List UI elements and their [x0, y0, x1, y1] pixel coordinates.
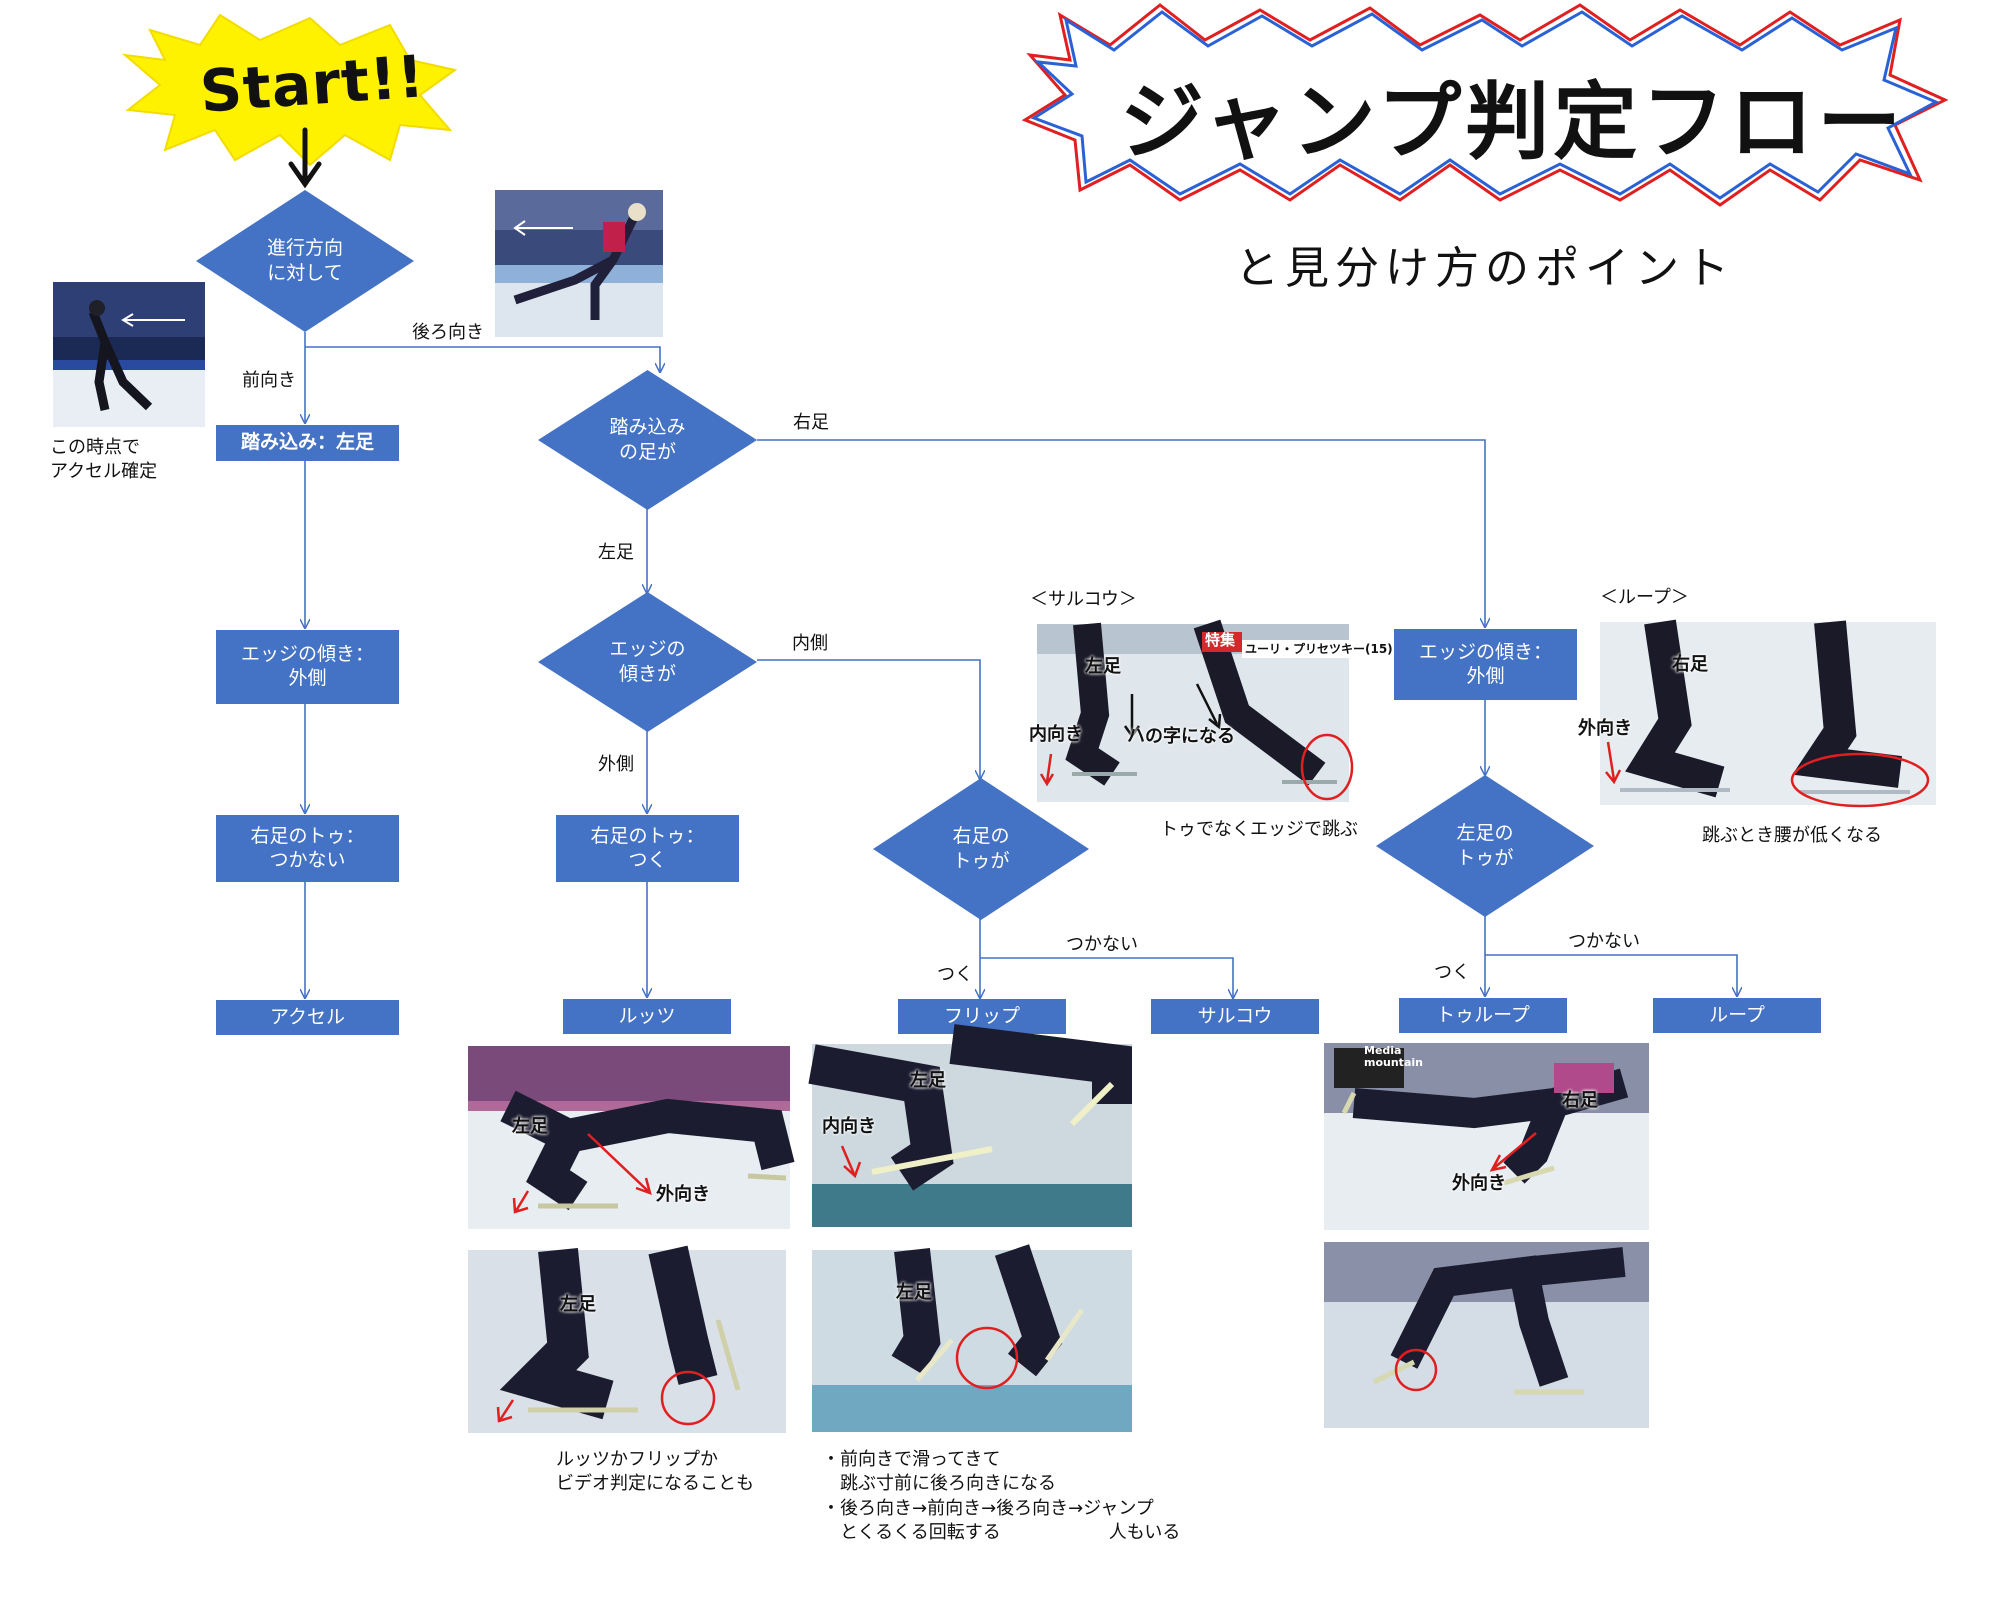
decision-left-toe-text: 左足の トゥが [1456, 822, 1514, 869]
photo-salchow: 特集 ユーリ・プリセツキー(15) 左足 内向き ハの字になる [1029, 619, 1393, 802]
node-takeoff-left: 踏み込み：左足 [216, 425, 399, 461]
photo-lutz-1: 左足 外向き [468, 1046, 795, 1229]
label-no-touch-2: つかない [1568, 931, 1640, 952]
node-loop: ループ [1653, 998, 1821, 1033]
note-loop-heading: ＜ループ＞ [1600, 587, 1689, 608]
salchow-inward: 内向き [1029, 724, 1083, 745]
node-salchow: サルコウ [1151, 999, 1319, 1034]
loop-outward: 外向き [1578, 718, 1632, 739]
note-salchow-heading: ＜サルコウ＞ [1030, 589, 1137, 610]
flip1-inward: 内向き [822, 1116, 876, 1137]
photo-loop-art [1600, 619, 1936, 808]
node-toe-no-1: 右足のトゥ： つかない [216, 815, 399, 882]
node-edge-outside-2: エッジの傾き： 外側 [1394, 629, 1577, 700]
photo-lutz-1-art [468, 1046, 795, 1229]
photo-lutz-2-art [468, 1245, 786, 1433]
flip2-left-foot: 左足 [896, 1282, 932, 1303]
note-loop-tip: 跳ぶとき腰が低くなる [1702, 825, 1882, 846]
toeloop1-outward: 外向き [1452, 1173, 1506, 1194]
photo-flip-1: 左足 内向き [808, 1024, 1132, 1227]
note-flip-tip: ・前向きで滑ってきて 跳ぶ寸前に後ろ向きになる ・後ろ向き→前向き→後ろ向き→ジ… [822, 1449, 1181, 1543]
title-sub: と見分け方のポイント [1235, 243, 1735, 294]
label-right-foot: 右足 [793, 412, 829, 433]
start-burst-shape [121, 13, 458, 167]
photo-axel-skater [53, 282, 205, 427]
label-outside: 外側 [598, 754, 634, 775]
lutz1-outward: 外向き [656, 1184, 710, 1205]
photo-toeloop-2-art [1324, 1242, 1649, 1428]
label-no-touch-1: つかない [1066, 934, 1138, 955]
lutz2-left-foot: 左足 [560, 1294, 596, 1315]
decision-edge: エッジの 傾きが [538, 592, 757, 732]
start-arrow [288, 127, 322, 189]
node-toe-loop: トゥループ [1399, 998, 1567, 1033]
salchow-ticker: ユーリ・プリセツキー(15) [1245, 642, 1393, 656]
photo-salchow-art [1037, 619, 1354, 802]
label-left-foot: 左足 [598, 542, 634, 563]
title-main: ジャンプ判定フロー [1120, 73, 1906, 171]
node-lutz: ルッツ [563, 999, 731, 1034]
salchow-left-foot: 左足 [1085, 656, 1121, 677]
label-touch-1: つく [937, 964, 973, 985]
salchow-banner: 特集 [1205, 631, 1236, 649]
label-inside: 内側 [792, 633, 828, 654]
title-burst: ジャンプ判定フロー [1020, 0, 1950, 210]
title-burst-shape [1021, 3, 1949, 207]
toeloop1-right-foot: 右足 [1562, 1090, 1598, 1111]
decision-right-toe-text: 右足の トゥが [952, 825, 1010, 872]
note-lutz-tip: ルッツかフリップか ビデオ判定になることも [556, 1449, 754, 1495]
start-burst: Start!! [120, 10, 460, 170]
photo-flip-1-art [808, 1024, 1132, 1227]
photo-lutz-2: 左足 [468, 1245, 786, 1433]
photo-axel-skater-art [53, 282, 205, 427]
photo-toeloop-1: Media mountain 右足 外向き [1324, 1043, 1649, 1230]
label-touch-2: つく [1434, 962, 1470, 983]
node-axel: アクセル [216, 1000, 399, 1035]
note-axel-confirm: この時点で アクセル確定 [50, 437, 158, 483]
decision-direction: 進行方向 に対して [196, 190, 414, 332]
label-backward: 後ろ向き [412, 322, 484, 343]
decision-edge-text: エッジの 傾きが [609, 638, 686, 685]
photo-backward-skater-art [495, 190, 663, 337]
decision-takeoff-foot: 踏み込み の足が [538, 370, 757, 510]
photo-flip-2-art [812, 1244, 1132, 1432]
toeloop-sign: Media mountain [1364, 1044, 1423, 1070]
decision-direction-text: 進行方向 に対して [266, 237, 343, 284]
node-toe-yes: 右足のトゥ： つく [556, 815, 739, 882]
note-salchow-tip: トゥでなくエッジで跳ぶ [1160, 819, 1358, 840]
flip1-left-foot: 左足 [910, 1070, 946, 1091]
label-forward: 前向き [242, 370, 296, 391]
node-edge-outside-1: エッジの傾き： 外側 [216, 630, 399, 704]
photo-toeloop-2 [1324, 1242, 1649, 1428]
photo-backward-skater [495, 190, 663, 337]
photo-flip-2: 左足 [812, 1244, 1132, 1432]
decision-right-toe: 右足の トゥが [873, 778, 1089, 920]
salchow-ha: ハの字になる [1127, 726, 1235, 747]
lutz1-left-foot: 左足 [512, 1116, 548, 1137]
decision-left-toe: 左足の トゥが [1376, 775, 1594, 917]
photo-toeloop-1-art [1324, 1043, 1649, 1230]
loop-right-foot: 右足 [1672, 654, 1708, 675]
photo-loop: 右足 外向き [1578, 619, 1936, 808]
decision-takeoff-foot-text: 踏み込み の足が [609, 416, 686, 463]
